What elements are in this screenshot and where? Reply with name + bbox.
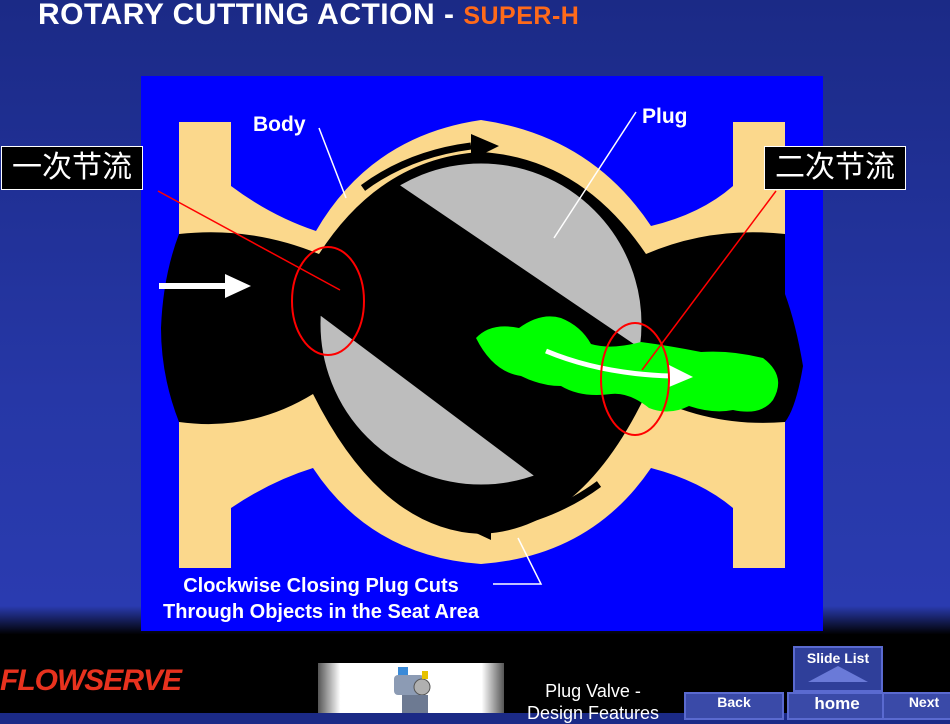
valve-thumbnail-icon <box>394 667 431 713</box>
up-arrow-icon <box>808 666 868 682</box>
primary-throttling-label: 一次节流 <box>1 146 143 190</box>
rotation-arrow-top <box>360 134 499 191</box>
back-button[interactable]: Back <box>684 692 784 720</box>
page-title: ROTARY CUTTING ACTION - SUPER-H <box>38 0 579 32</box>
deck-title-line-2: Design Features <box>526 703 660 723</box>
plug-label: Plug <box>642 105 688 128</box>
deck-title-line-1: Plug Valve - <box>545 681 641 701</box>
slide-list-label: Slide List <box>806 650 870 666</box>
deck-title: Plug Valve - Design Features <box>498 680 688 724</box>
valve-thumbnail <box>318 663 504 713</box>
slide-list-button[interactable]: Slide List <box>793 646 883 692</box>
plug <box>319 162 643 486</box>
valve-diagram: Body Plug Clockwise Closing Plug Cuts Th… <box>141 76 823 631</box>
next-button[interactable]: Next <box>882 692 950 720</box>
secondary-throttling-label: 二次节流 <box>764 146 906 190</box>
caption-line-1: Clockwise Closing Plug Cuts <box>183 575 459 597</box>
caption-line-2: Through Objects in the Seat Area <box>163 601 479 623</box>
title-accent: SUPER-H <box>463 2 580 30</box>
rotation-arrow-bottom <box>461 481 602 540</box>
caption: Clockwise Closing Plug Cuts Through Obje… <box>141 573 501 625</box>
body-label: Body <box>253 113 306 136</box>
back-label: Back <box>717 694 751 710</box>
flowserve-logo: FLOWSERVE <box>0 664 182 697</box>
plug-pointer <box>553 111 637 239</box>
next-label: Next <box>908 694 940 710</box>
caption-pointer <box>493 537 543 585</box>
title-main: ROTARY CUTTING ACTION - <box>38 0 464 31</box>
body-pointer <box>318 127 347 199</box>
valve-cross-section <box>159 111 803 585</box>
home-label: home <box>814 694 860 713</box>
home-button[interactable]: home <box>787 692 887 720</box>
